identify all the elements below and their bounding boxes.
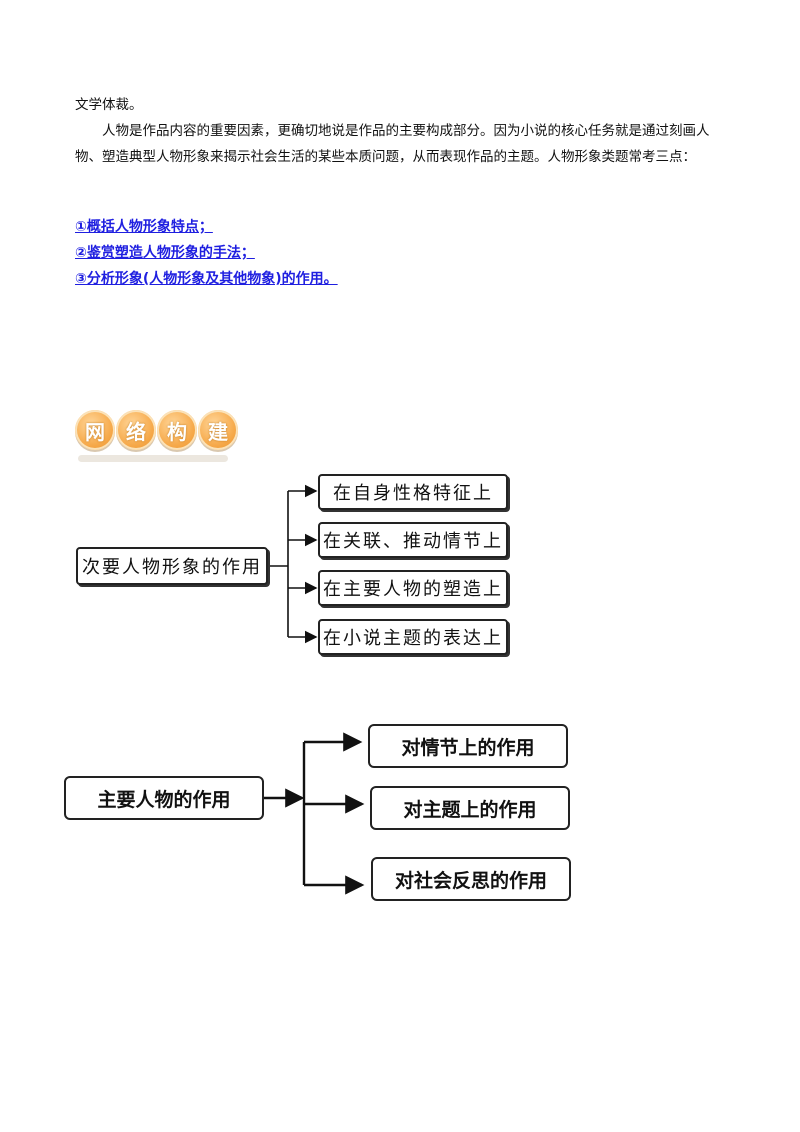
section-title-badges: 网 络 构 建 bbox=[75, 410, 239, 450]
intro-line: 文学体裁。 bbox=[75, 97, 143, 113]
diagram2-branch: 对主题上的作用 bbox=[370, 786, 570, 830]
section-title-badge: 构 bbox=[157, 410, 197, 450]
diagram1-branch: 在主要人物的塑造上 bbox=[318, 570, 508, 606]
diagram2-root: 主要人物的作用 bbox=[64, 776, 264, 820]
diagram1-branch: 在关联、推动情节上 bbox=[318, 522, 508, 558]
section-title-shadow bbox=[78, 455, 228, 462]
exam-points-list: ①概括人物形象特点； ②鉴赏塑造人物形象的手法； ③分析形象(人物形象及其他物象… bbox=[75, 214, 338, 292]
diagram1-branch: 在自身性格特征上 bbox=[318, 474, 508, 510]
diagram1-root: 次要人物形象的作用 bbox=[76, 547, 268, 585]
exam-point-3[interactable]: ③分析形象(人物形象及其他物象)的作用。 bbox=[75, 271, 338, 287]
exam-point-1[interactable]: ①概括人物形象特点； bbox=[75, 219, 213, 235]
section-title-badge: 网 bbox=[75, 410, 115, 450]
section-title-badge: 建 bbox=[198, 410, 238, 450]
intro-paragraph: 人物是作品内容的重要因素，更确切地说是作品的主要构成部分。因为小说的核心任务就是… bbox=[75, 123, 710, 165]
exam-point-2[interactable]: ②鉴赏塑造人物形象的手法； bbox=[75, 245, 255, 261]
diagram2-branch: 对社会反思的作用 bbox=[371, 857, 571, 901]
diagram1-connector bbox=[268, 484, 318, 644]
diagram2-branch: 对情节上的作用 bbox=[368, 724, 568, 768]
section-title-badge: 络 bbox=[116, 410, 156, 450]
diagram1-branch: 在小说主题的表达上 bbox=[318, 619, 508, 655]
diagram2-connector bbox=[264, 732, 365, 895]
